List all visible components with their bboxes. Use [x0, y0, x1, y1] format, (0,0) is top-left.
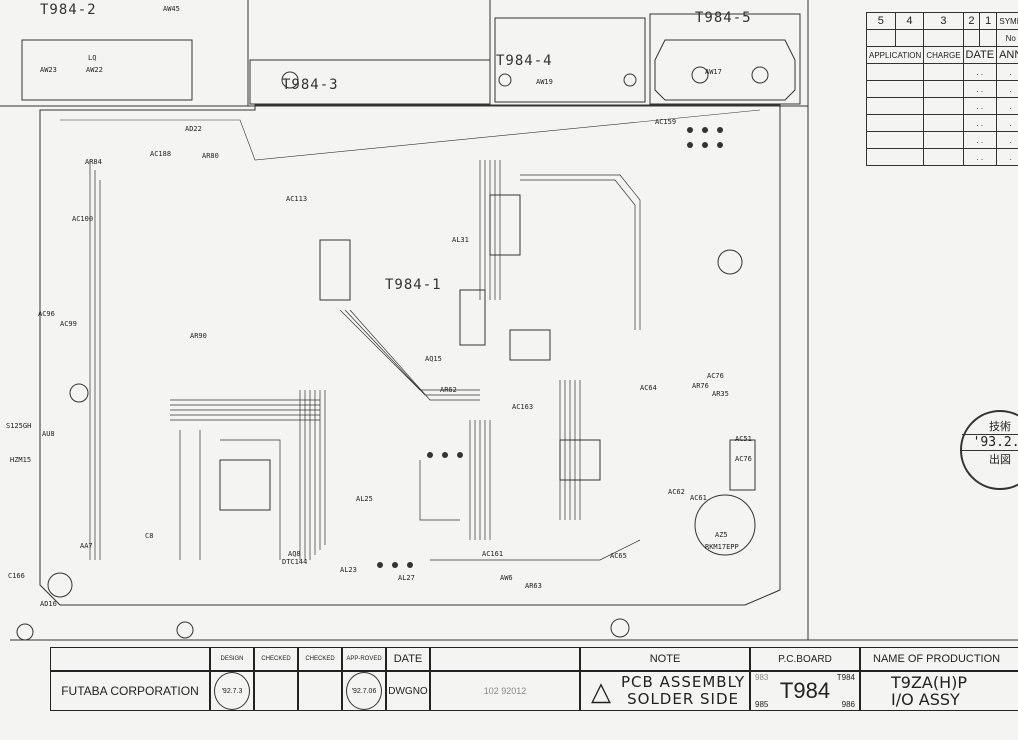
approved-label: APP-ROVED [342, 647, 386, 671]
component-label: C8 [145, 532, 154, 540]
component-label: AD22 [185, 125, 202, 133]
charge-header: CHARGE [923, 46, 964, 64]
drawing-number: 102 92012 [430, 671, 580, 711]
component-label: AC76 [707, 372, 724, 380]
component-label: HZM15 [10, 456, 32, 464]
component-label: AL31 [452, 236, 469, 244]
production-label: NAME OF PRODUCTION [860, 647, 1018, 671]
component-label: AC62 [668, 488, 685, 496]
stamp-top: 技術 [989, 420, 1011, 433]
board-label-t984-5: T984-5 [695, 10, 752, 26]
checked-label: CHECKED [254, 647, 298, 671]
board-label-t984-3: T984-3 [282, 77, 339, 93]
company-name: FUTABA CORPORATION [50, 671, 210, 711]
component-label: AW23 [40, 66, 57, 74]
pc-board-corner: 983 [755, 673, 769, 682]
component-label: AD16 [40, 600, 57, 608]
component-label: DTC144 [282, 558, 308, 566]
board-label-t984-2: T984-2 [40, 2, 97, 18]
component-label: AW22 [86, 66, 103, 74]
checked-label: CHECKED [298, 647, 342, 671]
pc-board-value: T984 983 T984 985 986 [750, 671, 860, 711]
component-label: AC188 [150, 150, 172, 158]
revision-symbol: 4 [894, 12, 925, 30]
component-label: AR62 [440, 386, 457, 394]
component-label: AQ15 [425, 355, 442, 363]
component-label: AC99 [60, 320, 77, 328]
revision-symbol: 1 [979, 12, 998, 30]
note-label: NOTE [580, 647, 750, 671]
date-header: DATE [962, 46, 998, 64]
component-label: LQ [88, 54, 97, 62]
board-label-t984-1: T984-1 [385, 277, 442, 293]
component-label: AR35 [712, 390, 729, 398]
component-label: AL25 [356, 495, 373, 503]
stamp-date: '93.2.1 [962, 434, 1018, 451]
pc-board-label: P.C.BOARD [750, 647, 860, 671]
design-seal: '92.7.3 [214, 672, 250, 710]
component-label: S125GH [6, 422, 32, 430]
symbol-header: SYMB [996, 12, 1018, 30]
component-label: AC113 [286, 195, 308, 203]
design-label: DESIGN [210, 647, 254, 671]
component-label: AL23 [340, 566, 357, 574]
component-label: C166 [8, 572, 25, 580]
revision-symbol: 3 [923, 12, 964, 30]
ann-header: ANN [996, 46, 1018, 64]
pc-board-corner: 985 [755, 700, 769, 709]
board-label-t984-4: T984-4 [496, 53, 553, 69]
component-label: AR90 [190, 332, 207, 340]
component-label: AL27 [398, 574, 415, 582]
drawing-title-line2: SOLDER SIDE [627, 690, 739, 708]
application-header: APPLICATION [865, 46, 925, 64]
dwgno-label: DWGNO [386, 671, 430, 711]
pc-board-corner: T984 [836, 673, 855, 682]
component-label: AC96 [38, 310, 55, 318]
pc-board-number: T984 [779, 678, 831, 703]
revision-symbol: 2 [962, 12, 981, 30]
component-label: AC61 [690, 494, 707, 502]
component-label: AR84 [85, 158, 102, 166]
component-label: AC163 [512, 403, 534, 411]
component-label: AR63 [525, 582, 542, 590]
component-label: AC51 [735, 435, 752, 443]
component-label: AC159 [655, 118, 677, 126]
component-label: AQ8 [288, 550, 301, 558]
component-label: AW6 [500, 574, 513, 582]
component-label: AW19 [536, 78, 553, 86]
component-label: RKM17EPP [705, 543, 739, 551]
component-label: AC161 [482, 550, 504, 558]
component-label: AU8 [42, 430, 55, 438]
revision-symbol: 5 [866, 12, 896, 30]
component-label: AW45 [163, 5, 180, 13]
component-label: AC64 [640, 384, 657, 392]
note-triangle-symbol: △ [591, 675, 611, 706]
component-label: AC76 [735, 455, 752, 463]
component-label: AZ5 [715, 531, 728, 539]
drawing-title-line1: PCB ASSEMBLY [621, 673, 746, 691]
pc-board-corner: 986 [841, 700, 855, 709]
component-label: AR76 [692, 382, 709, 390]
no-header: No [996, 29, 1018, 47]
production-line1: T9ZA(H)P [891, 673, 968, 692]
production-line2: I/O ASSY [891, 690, 960, 709]
date-label: DATE [386, 647, 430, 671]
component-label: AA7 [80, 542, 93, 550]
component-label: AW17 [705, 68, 722, 76]
approved-seal: '92.7.06 [346, 672, 382, 710]
revision-table: 5 4 3 2 1 SYMB No APPLICATION CHARGE DAT… [865, 12, 1018, 166]
stamp-bottom: 出図 [989, 453, 1011, 466]
component-label: AC100 [72, 215, 94, 223]
component-label: AC65 [610, 552, 627, 560]
component-label: AR80 [202, 152, 219, 160]
